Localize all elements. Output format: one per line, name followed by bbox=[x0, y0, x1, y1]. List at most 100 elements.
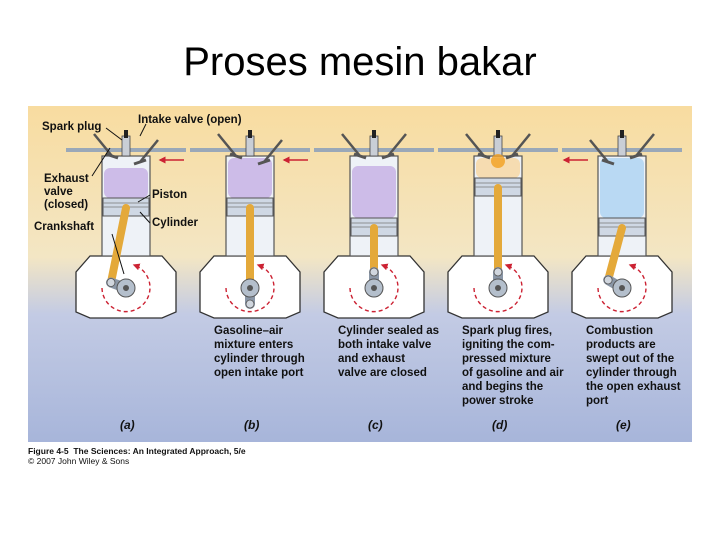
label-exhaust-valve: (closed) bbox=[44, 199, 88, 211]
stage-letter: (c) bbox=[368, 418, 383, 432]
leader-line bbox=[139, 123, 147, 137]
stage-letter: (b) bbox=[244, 418, 259, 432]
spark-plug bbox=[245, 135, 255, 157]
rotation-arrow bbox=[597, 263, 647, 313]
spark-plug-terminal bbox=[496, 130, 500, 138]
spark-plug bbox=[617, 135, 627, 157]
exhaust-valve bbox=[217, 133, 237, 157]
stage-description-line: pressed mixture bbox=[462, 353, 551, 365]
stage-description-line: open intake port bbox=[214, 367, 304, 379]
exhaust-valve bbox=[341, 133, 361, 157]
spark-plug bbox=[369, 135, 379, 157]
label-spark-plug: Spark plug bbox=[42, 121, 101, 133]
stage-letter: (e) bbox=[616, 418, 631, 432]
leader-line bbox=[91, 147, 111, 177]
rotation-arrow bbox=[473, 263, 523, 313]
engine-stage-d bbox=[438, 130, 558, 319]
crank-pin bbox=[106, 278, 116, 287]
spark-plug-terminal bbox=[372, 130, 376, 138]
rotation-arrow bbox=[225, 263, 275, 313]
label-exhaust-valve: Exhaust bbox=[44, 173, 89, 185]
spark-plug bbox=[493, 135, 503, 157]
connecting-rod bbox=[604, 224, 626, 284]
engine-stage-a bbox=[66, 130, 186, 319]
figure-caption: Figure 4-5 The Sciences: An Integrated A… bbox=[28, 446, 428, 466]
caption-book-title: The Sciences: An Integrated Approach, 5/… bbox=[73, 446, 246, 456]
page-title: Proses mesin bakar bbox=[183, 40, 537, 84]
stage-description-line: the open exhaust bbox=[586, 381, 681, 393]
stage-description-line: igniting the com- bbox=[462, 339, 555, 351]
leader-line bbox=[139, 211, 151, 224]
intake-valve bbox=[635, 133, 655, 157]
exhaust-valve bbox=[589, 139, 609, 163]
label-piston: Piston bbox=[152, 189, 187, 201]
intake-valve-head bbox=[629, 152, 643, 160]
crankshaft-center bbox=[123, 285, 129, 291]
rotation-arrow bbox=[101, 263, 151, 313]
gas-charge bbox=[228, 158, 272, 198]
crank-pin bbox=[493, 267, 503, 277]
gas-charge bbox=[104, 168, 148, 198]
stage-description-line: cylinder through bbox=[214, 353, 305, 365]
spark-plug-terminal bbox=[248, 130, 252, 138]
exhaust-valve-head bbox=[477, 152, 491, 160]
stage-letter: (a) bbox=[120, 418, 135, 432]
intake-valve bbox=[263, 139, 283, 163]
caption-figure-number: Figure 4-5 bbox=[28, 446, 69, 456]
crankshaft-center bbox=[619, 285, 625, 291]
stage-description-line: and exhaust bbox=[338, 353, 405, 365]
label-crankshaft: Crankshaft bbox=[34, 221, 94, 233]
crank-pin bbox=[369, 267, 379, 277]
stage-description-line: port bbox=[586, 395, 609, 407]
crankshaft-center bbox=[495, 285, 501, 291]
intake-valve-head bbox=[505, 152, 519, 160]
stage-description-line: products are bbox=[586, 339, 656, 351]
stage-description-line: and begins the bbox=[462, 381, 543, 393]
exhaust-valve-head bbox=[601, 158, 615, 166]
exhaust-valve-head bbox=[105, 152, 119, 160]
intake-valve bbox=[387, 133, 407, 157]
gas-charge bbox=[352, 166, 396, 218]
stage-description-line: mixture enters bbox=[214, 339, 293, 351]
exhaust-valve bbox=[465, 133, 485, 157]
exhaust-valve-head bbox=[353, 152, 367, 160]
leader-line bbox=[111, 233, 125, 275]
label-intake-valve: Intake valve (open) bbox=[138, 114, 242, 126]
stage-description-line: cylinder through bbox=[586, 367, 677, 379]
crank-pin bbox=[245, 299, 255, 309]
exhaust-valve-head bbox=[229, 152, 243, 160]
diagram-labels: (a) Gasoline–air mixture enters cylinder th… bbox=[34, 114, 681, 432]
spark bbox=[491, 154, 505, 168]
spark-plug bbox=[121, 135, 131, 157]
stage-description-line: Combustion bbox=[586, 325, 653, 337]
crank-pin bbox=[603, 275, 613, 285]
exhaust-valve bbox=[93, 133, 113, 157]
intake-valve-head bbox=[133, 158, 147, 166]
connecting-rod bbox=[106, 204, 130, 287]
stage-description-line: of gasoline and air bbox=[462, 367, 564, 379]
engine-stage-e bbox=[562, 130, 682, 319]
stage-description-line: swept out of the bbox=[586, 353, 674, 365]
engine-stages bbox=[66, 130, 682, 319]
leader-line bbox=[137, 194, 151, 203]
intake-valve bbox=[139, 139, 159, 163]
engine-stage-c bbox=[314, 130, 434, 319]
leader-line bbox=[105, 127, 123, 141]
intake-valve-head bbox=[381, 152, 395, 160]
intake-valve-head bbox=[257, 158, 271, 166]
stage-letter: (d) bbox=[492, 418, 507, 432]
label-exhaust-valve: valve bbox=[44, 186, 73, 198]
engine-diagram: (a) Gasoline–air mixture enters cylinder th… bbox=[28, 106, 692, 442]
stage-description-line: Spark plug fires, bbox=[462, 325, 552, 337]
stage-description-line: power stroke bbox=[462, 395, 534, 407]
crankshaft-center bbox=[371, 285, 377, 291]
caption-copyright: © 2007 John Wiley & Sons bbox=[28, 456, 130, 466]
label-cylinder: Cylinder bbox=[152, 217, 199, 229]
engine-stage-b bbox=[190, 130, 310, 319]
gas-charge bbox=[600, 158, 644, 218]
crankshaft-center bbox=[247, 285, 253, 291]
stage-description-line: Cylinder sealed as bbox=[338, 325, 439, 337]
stage-description-line: Gasoline–air bbox=[214, 325, 284, 337]
spark-plug-terminal bbox=[124, 130, 128, 138]
stage-description-line: valve are closed bbox=[338, 367, 427, 379]
